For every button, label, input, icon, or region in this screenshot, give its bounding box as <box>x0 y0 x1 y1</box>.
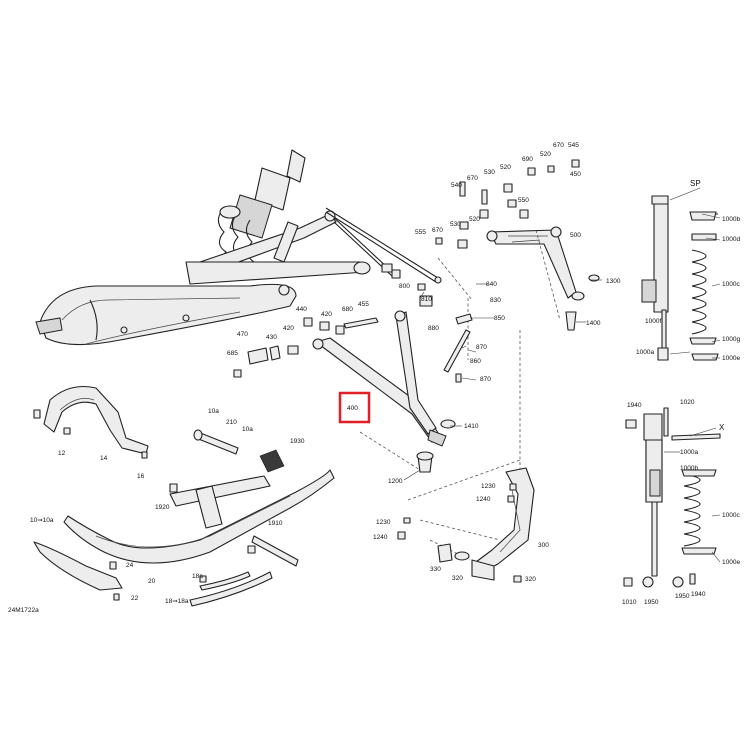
callout: 685 <box>227 350 238 357</box>
callout: 680 <box>342 306 353 313</box>
highlight-box-400 <box>338 391 371 424</box>
shock-x <box>623 407 721 588</box>
shock-sp <box>641 195 719 361</box>
callout: 530 <box>450 221 461 228</box>
callout: 1240 <box>373 534 388 541</box>
callout: 690 <box>522 156 533 163</box>
callout: 670 <box>553 142 564 149</box>
callout: 470 <box>237 331 248 338</box>
callout: 22 <box>131 595 139 602</box>
callout: 450 <box>570 171 581 178</box>
callout: 555 <box>415 229 426 236</box>
callout: 870 <box>476 344 487 351</box>
callout-labels: 545 670 520 690 450 520 540 670 530 550 … <box>8 142 740 614</box>
callout: 1000c <box>722 281 740 288</box>
callout: 1930 <box>290 438 305 445</box>
callout: 1950 <box>644 599 659 606</box>
callout: 1230 <box>376 519 391 526</box>
callout: 550 <box>518 197 529 204</box>
callout: 1000d <box>722 236 740 243</box>
callout: 1000g <box>722 336 740 343</box>
callout: 530 <box>484 169 495 176</box>
ski-parts <box>33 385 335 607</box>
callout: 520 <box>469 216 480 223</box>
callout: 545 <box>568 142 579 149</box>
callout: 810 <box>421 296 432 303</box>
callout: 18⇒18a <box>165 598 189 605</box>
callout: 670 <box>432 227 443 234</box>
callout: X <box>719 423 725 432</box>
callout: 1400 <box>586 320 601 327</box>
callout: 440 <box>296 306 307 313</box>
callout: 420 <box>283 325 294 332</box>
upper-a-arm-500 <box>417 159 600 331</box>
callout: 1940 <box>691 591 706 598</box>
callout: 18a <box>192 573 203 580</box>
callout: 320 <box>525 576 536 583</box>
callout: 1020 <box>680 399 695 406</box>
callout: 24 <box>126 562 134 569</box>
callout-400-highlighted: 400 <box>347 405 358 412</box>
callout: 1240 <box>476 496 491 503</box>
callout: 320 <box>452 575 463 582</box>
callout: 1230 <box>481 483 496 490</box>
callout: 420 <box>321 311 332 318</box>
callout: 330 <box>430 566 441 573</box>
callout: 1000b <box>722 216 740 223</box>
callout: 670 <box>467 175 478 182</box>
callout: 16 <box>137 473 145 480</box>
callout: 430 <box>266 334 277 341</box>
figure-code: 24M1722a <box>8 607 39 614</box>
callout: 1000a <box>636 349 654 356</box>
callout: 840 <box>486 281 497 288</box>
callout: 1010 <box>622 599 637 606</box>
callout: 10⇒10a <box>30 517 54 524</box>
spindle-300 <box>397 451 535 583</box>
callout: 540 <box>451 182 462 189</box>
callout: 10a <box>208 408 219 415</box>
center-hardware <box>233 263 433 378</box>
callout: 800 <box>399 283 410 290</box>
callout: 1200 <box>388 478 403 485</box>
callout: 210 <box>226 419 237 426</box>
callout: 20 <box>148 578 156 585</box>
lower-a-arm-400 <box>312 310 456 447</box>
callout: 1910 <box>268 520 283 527</box>
callout: 1950 <box>675 593 690 600</box>
callout: 14 <box>100 455 108 462</box>
callout: 12 <box>58 450 66 457</box>
callout: 10a <box>242 426 253 433</box>
callout: 830 <box>490 297 501 304</box>
callout: 1940 <box>627 402 642 409</box>
callout: 1000f <box>645 318 661 325</box>
ski-suspension-assembly <box>35 149 393 346</box>
callout: SP <box>690 179 701 188</box>
callout: 850 <box>494 315 505 322</box>
callout: 880 <box>428 325 439 332</box>
callout: 1000c <box>722 512 740 519</box>
callout: 520 <box>540 151 551 158</box>
callout: 1920 <box>155 504 170 511</box>
tie-rod <box>325 207 439 279</box>
callout: 520 <box>500 164 511 171</box>
leader-lines <box>403 187 721 563</box>
callout: 860 <box>470 358 481 365</box>
callout: 455 <box>358 301 369 308</box>
callout: 1000e <box>722 355 740 362</box>
callout: 870 <box>480 376 491 383</box>
stabilizer-link <box>443 329 471 373</box>
callout: 1000a <box>680 449 698 456</box>
callout: 1300 <box>606 278 621 285</box>
callout: 1000b <box>680 465 698 472</box>
callout: 500 <box>570 232 581 239</box>
callout: 300 <box>538 542 549 549</box>
callout: 1000e <box>722 559 740 566</box>
callout: 1410 <box>464 423 479 430</box>
